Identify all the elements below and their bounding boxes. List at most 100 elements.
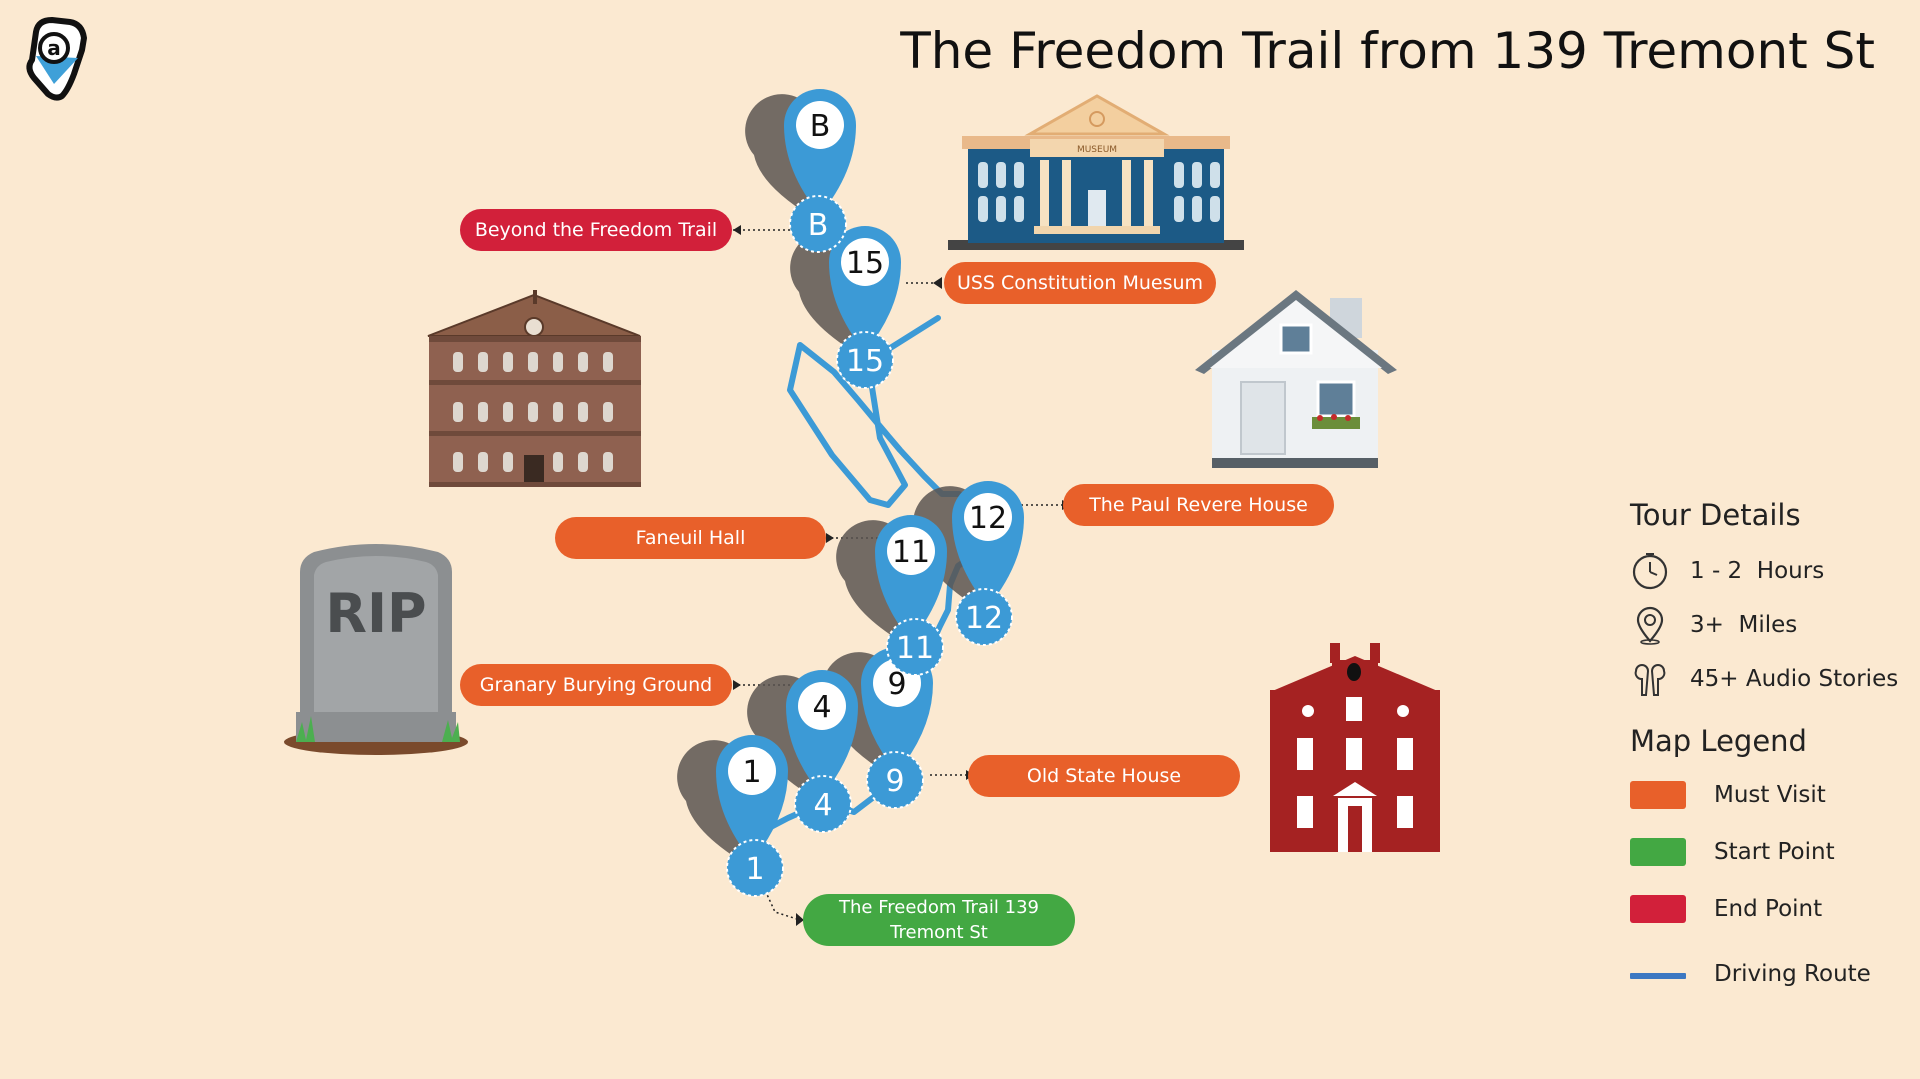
museum-window [1192,162,1202,188]
pin-15-badge [841,238,889,286]
hall-window [528,352,538,372]
tour-detail-distance: 3+ Miles [1630,598,1900,652]
legend-swatch-must-visit [1630,780,1686,809]
pin-9-point[interactable]: 9 [866,751,924,809]
pin-4-point[interactable]: 4 [794,775,852,833]
pin-11-marker[interactable]: 11 [875,515,947,641]
legend-label-start-point: Start Point [1714,838,1835,865]
legend-label-end-point: End Point [1714,895,1823,922]
tour-detail-audio-text: 45+ Audio Stories [1690,666,1899,692]
hall-window [553,352,563,372]
legend-item-driving-route: Driving Route [1630,945,1900,1002]
museum-window [1014,162,1024,188]
hall-window [453,352,463,372]
pin-11-badge [887,527,935,575]
hall-window [578,352,588,372]
hall-window [603,452,613,472]
tour-details-heading: Tour Details [1630,498,1801,532]
museum-icon: MUSEUM [948,94,1244,250]
pin-b-point-number: B [808,208,829,243]
tombstone-text: RIP [325,582,426,645]
logo-glyph: a [47,36,61,60]
earbuds-icon [1634,664,1666,696]
hall-window [453,452,463,472]
stop-label-beyond-the-freedom-trail[interactable]: Beyond the Freedom Trail [460,209,732,251]
legend-swatch-end-point [1630,894,1686,923]
pin-1-point[interactable]: 1 [726,839,784,897]
tour-detail-duration: 1 - 2 Hours [1630,544,1900,598]
museum-window [1210,162,1220,188]
stop-label-granary-burying-ground[interactable]: Granary Burying Ground [460,664,732,706]
stop-label-faneuil-hall[interactable]: Faneuil Hall [555,517,826,559]
sidebar: Tour Details 1 - 2 Hours 3+ Miles [1630,498,1900,1002]
pin-11-point-number: 11 [896,631,934,666]
pin-15-point[interactable]: 15 [836,331,894,389]
museum-window [1210,196,1220,222]
brick-hall-icon [427,290,641,487]
pin-b-number: B [810,109,831,144]
museum-window [996,196,1006,222]
hall-window [503,352,513,372]
museum-window [978,196,988,222]
pin-4-point-number: 4 [813,788,832,823]
house-icon [1195,290,1397,468]
pin-1-badge [728,747,776,795]
pin-11-point-circle [886,618,944,676]
pin-12-badge [964,493,1012,541]
legend-item-end-point: End Point [1630,880,1900,937]
page-title: The Freedom Trail from 139 Tremont St [900,22,1875,80]
pin-b-point-circle [789,195,847,253]
pin-15-marker[interactable]: 15 [829,226,901,352]
pin-1-marker[interactable]: 1 [716,735,788,861]
museum-window [978,162,988,188]
red-building-icon [1270,643,1440,852]
stop-label-paul-revere-house[interactable]: The Paul Revere House [1063,484,1334,526]
museum-sign: MUSEUM [1077,145,1117,155]
legend-swatch-start-point [1630,837,1686,866]
pin-9-point-number: 9 [885,764,904,799]
pin-12-point-circle [955,588,1013,646]
pin-15-point-circle [836,331,894,389]
hall-window [478,452,488,472]
pin-12-marker[interactable]: 12 [952,481,1024,607]
hall-window [603,402,613,422]
hall-window [578,402,588,422]
tour-detail-duration-text: 1 - 2 Hours [1690,558,1825,584]
hall-window [528,402,538,422]
stop-label-uss-constitution-museum[interactable]: USS Constitution Muesum [944,262,1216,304]
pin-1-point-number: 1 [745,852,764,887]
hall-window [478,402,488,422]
legend-item-must-visit: Must Visit [1630,766,1900,823]
hall-window [453,402,463,422]
pin-11-point[interactable]: 11 [886,618,944,676]
pin-b-badge [796,101,844,149]
tour-detail-distance-text: 3+ Miles [1690,612,1798,638]
pin-11-number: 11 [892,535,930,570]
map-legend-heading: Map Legend [1630,724,1807,758]
location-pin-icon [1636,606,1664,645]
pin-12-point[interactable]: 12 [955,588,1013,646]
legend-swatch-driving-route [1630,972,1686,979]
pin-4-marker[interactable]: 4 [786,670,858,796]
pin-9-point-circle [866,751,924,809]
pin-4-point-circle [794,775,852,833]
pin-12-number: 12 [969,501,1007,536]
pin-1-number: 1 [742,755,761,790]
stop-label-old-state-house[interactable]: Old State House [968,755,1240,797]
pin-4-badge [798,682,846,730]
pin-b-marker[interactable]: B [784,89,856,215]
tour-detail-audio: 45+ Audio Stories [1630,652,1900,706]
museum-window [1014,196,1024,222]
pin-b-point[interactable]: B [789,195,847,253]
museum-window [1174,162,1184,188]
pin-9-number: 9 [887,667,906,702]
stop-label-start-point[interactable]: The Freedom Trail 139 Tremont St [803,894,1075,946]
museum-window [996,162,1006,188]
hall-window [503,452,513,472]
legend-label-driving-route: Driving Route [1714,960,1871,987]
hall-window [578,452,588,472]
hall-window [478,352,488,372]
pin-4-number: 4 [812,690,831,725]
museum-window [1174,196,1184,222]
